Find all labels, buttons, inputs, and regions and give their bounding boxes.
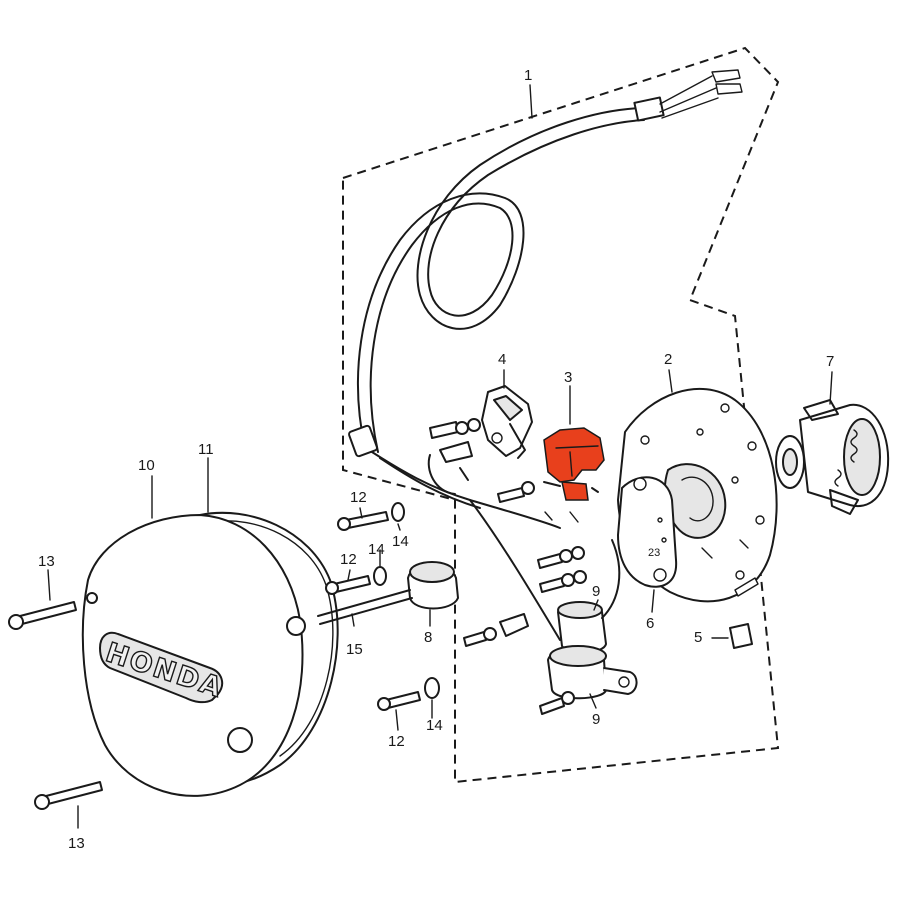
label-10: 10 (138, 457, 155, 474)
small-screws (463, 481, 587, 715)
label-13-lower: 13 (68, 835, 85, 852)
part-4-contact-breaker (429, 385, 533, 463)
label-6: 6 (646, 615, 654, 632)
label-12-upper: 12 (350, 489, 367, 506)
label-14-upper: 14 (392, 533, 409, 550)
label-12-lower: 12 (388, 733, 405, 750)
screw-13-lower (34, 781, 103, 810)
part-15-long-bolt (317, 589, 413, 625)
part-8-nut (407, 561, 459, 610)
label-15: 15 (346, 641, 363, 658)
screw-13-upper (8, 601, 77, 630)
label-14-middle: 14 (368, 541, 385, 558)
screw-12-upper (337, 502, 405, 531)
label-1: 1 (524, 67, 532, 84)
screw-12-lower (377, 677, 440, 711)
part-7-advancer (775, 399, 890, 515)
label-2: 2 (664, 351, 672, 368)
part-3-highlighted-bracket (543, 427, 605, 501)
part-10-11-cover: HONDA (81, 511, 339, 797)
label-5: 5 (694, 629, 702, 646)
part-6-sub-plate (617, 476, 678, 588)
part-9-condenser-lower (547, 645, 638, 700)
part-1-wire-harness (348, 69, 743, 641)
label-23: 23 (648, 547, 660, 559)
label-11: 11 (198, 441, 214, 458)
part-9-condenser-upper (557, 539, 621, 654)
label-14-lower: 14 (426, 717, 443, 734)
label-12-middle: 12 (340, 551, 357, 568)
leader-lines (47, 84, 833, 829)
label-3: 3 (564, 369, 572, 386)
label-9-upper: 9 (592, 583, 600, 600)
label-4: 4 (498, 351, 506, 368)
screw-12-middle (325, 566, 387, 595)
label-7: 7 (826, 353, 834, 370)
label-13-upper: 13 (38, 553, 55, 570)
assembly-boundary (342, 46, 780, 784)
callout-labels: 1 2 3 4 5 6 7 8 9 9 10 11 12 12 12 13 13… (38, 67, 834, 852)
part-5-nut (711, 623, 753, 649)
label-9-lower: 9 (592, 711, 600, 728)
label-8: 8 (424, 629, 432, 646)
